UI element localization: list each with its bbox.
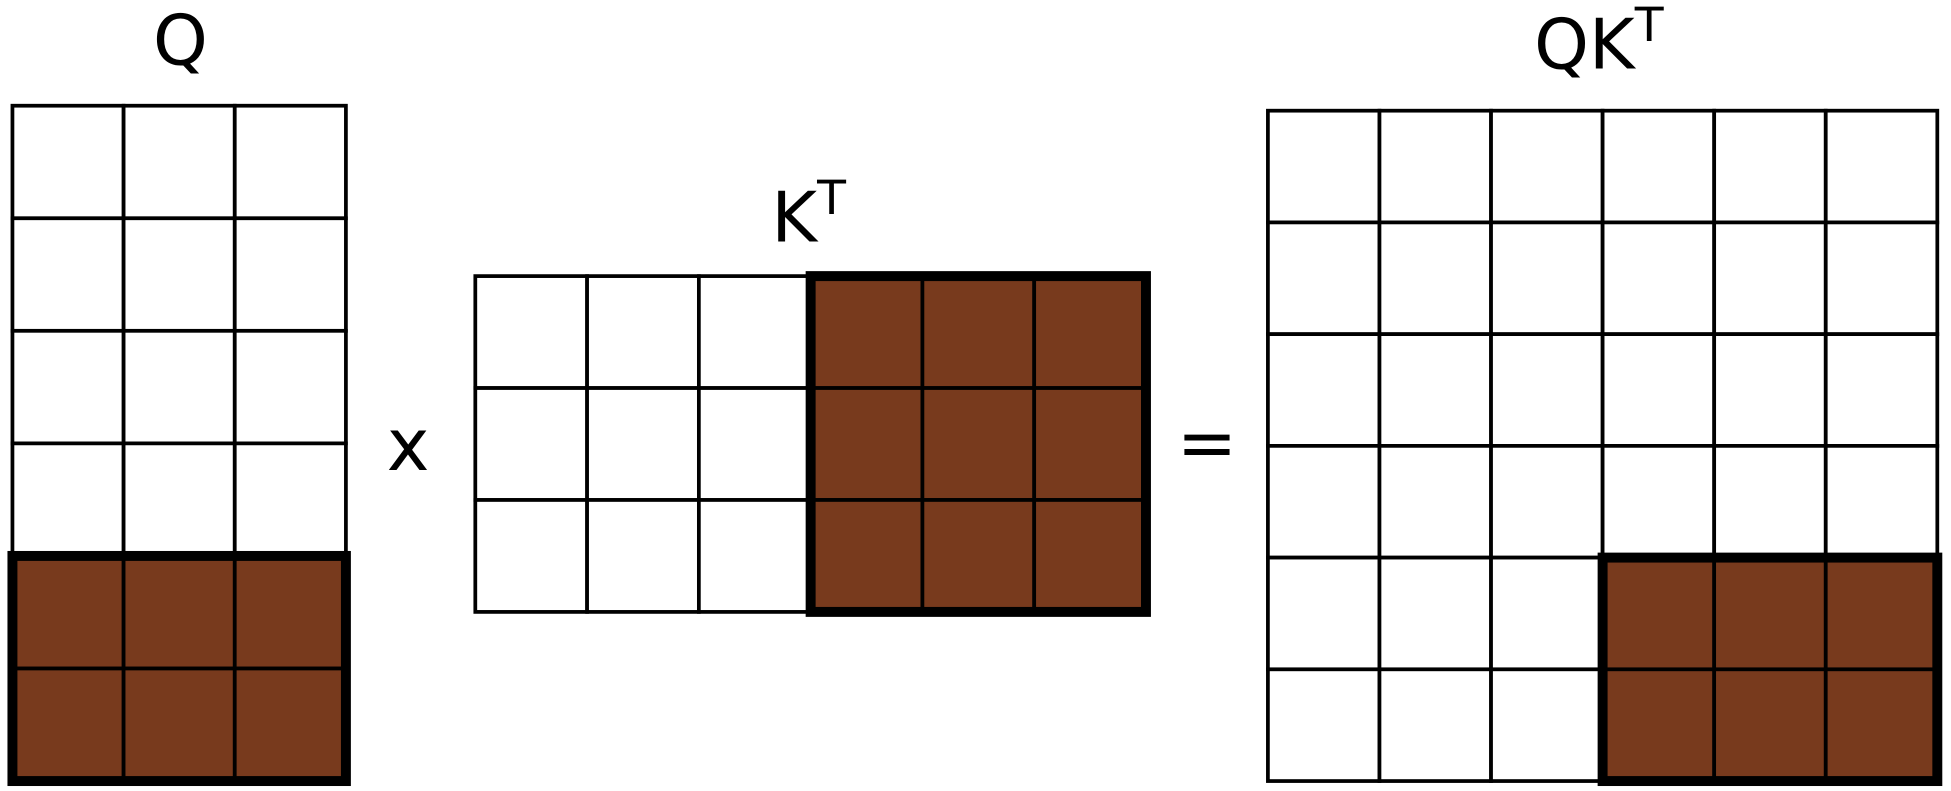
matrix-cell bbox=[1266, 444, 1382, 560]
highlighted-cell bbox=[10, 666, 126, 783]
matrix-cell bbox=[1266, 220, 1382, 337]
matrix-cell bbox=[696, 386, 813, 502]
highlight-block-border bbox=[1597, 552, 1943, 787]
matrix-cell bbox=[585, 498, 701, 614]
matrix-cell bbox=[1823, 332, 1940, 448]
highlighted-cell bbox=[121, 554, 237, 671]
matrix-cell bbox=[1489, 220, 1605, 337]
matrix-cell bbox=[585, 386, 701, 502]
matrix-cell bbox=[10, 103, 126, 221]
matrix-cell bbox=[1266, 667, 1382, 783]
matrix-cell bbox=[121, 216, 237, 333]
matrix-cell bbox=[1266, 332, 1382, 448]
matrix-q bbox=[7, 103, 351, 787]
matrix-cell bbox=[473, 498, 589, 614]
label-q: Q bbox=[153, 1, 208, 82]
highlighted-cell bbox=[232, 666, 348, 783]
matrix-cell bbox=[1489, 108, 1605, 225]
highlighted-cell bbox=[1032, 386, 1148, 502]
highlighted-cell bbox=[1600, 555, 1717, 672]
highlight-block-border bbox=[805, 271, 1151, 617]
matrix-cell bbox=[232, 441, 348, 558]
matrix-cell bbox=[1377, 444, 1493, 560]
matrix-cell bbox=[1600, 220, 1717, 337]
highlighted-cell bbox=[1823, 555, 1940, 672]
matrix-cell bbox=[473, 386, 589, 502]
matrix-cell bbox=[1712, 444, 1828, 560]
label-qk-transpose: QKT bbox=[1534, 0, 1665, 85]
matrix-cell bbox=[10, 216, 126, 333]
matrix-cell bbox=[1489, 667, 1605, 783]
highlighted-cell bbox=[920, 274, 1037, 390]
matrix-cell bbox=[1377, 332, 1493, 448]
highlighted-cell bbox=[808, 274, 925, 390]
matrix-cell bbox=[1489, 444, 1605, 560]
multiply-operator: x bbox=[387, 404, 430, 488]
matrix-cell bbox=[1823, 444, 1940, 560]
matrix-cell bbox=[585, 274, 701, 390]
matrix-cell bbox=[1266, 555, 1382, 672]
highlighted-cell bbox=[1712, 667, 1828, 783]
matrix-cell bbox=[232, 216, 348, 333]
highlighted-cell bbox=[10, 554, 126, 671]
highlighted-cell bbox=[808, 386, 925, 502]
label-k-transpose: KT bbox=[771, 171, 847, 258]
matrix-cell bbox=[1266, 108, 1382, 225]
matrix-cell bbox=[1377, 220, 1493, 337]
matrix-k-transpose bbox=[473, 271, 1151, 617]
matrix-cell bbox=[1377, 667, 1493, 783]
matrix-cell bbox=[232, 328, 348, 446]
highlighted-cell bbox=[1600, 667, 1717, 783]
matrix-cell bbox=[121, 441, 237, 558]
highlighted-cell bbox=[808, 498, 925, 614]
highlighted-cell bbox=[1712, 555, 1828, 672]
highlighted-cell bbox=[920, 498, 1037, 614]
matrix-cell bbox=[696, 498, 813, 614]
highlight-block-border bbox=[7, 550, 351, 787]
matrix-qk-transpose bbox=[1266, 108, 1943, 787]
matrix-cell bbox=[473, 274, 589, 390]
matrix-cell bbox=[1712, 220, 1828, 337]
highlighted-cell bbox=[920, 386, 1037, 502]
matrix-cell bbox=[1823, 108, 1940, 225]
matrix-cell bbox=[10, 441, 126, 558]
matrix-cell bbox=[121, 328, 237, 446]
highlighted-cell bbox=[121, 666, 237, 783]
matrix-cell bbox=[1823, 220, 1940, 337]
matrix-cell bbox=[1712, 332, 1828, 448]
matrix-cell bbox=[1377, 555, 1493, 672]
highlighted-cell bbox=[1032, 274, 1148, 390]
matrix-cell bbox=[1600, 108, 1717, 225]
matrix-cell bbox=[1712, 108, 1828, 225]
matrix-cell bbox=[696, 274, 813, 390]
matrix-cell bbox=[1600, 332, 1717, 448]
matrix-cell bbox=[1377, 108, 1493, 225]
highlighted-cell bbox=[232, 554, 348, 671]
matrix-cell bbox=[1489, 332, 1605, 448]
matrix-cell bbox=[232, 103, 348, 221]
matrix-cell bbox=[1489, 555, 1605, 672]
highlighted-cell bbox=[1823, 667, 1940, 783]
highlighted-cell bbox=[1032, 498, 1148, 614]
matrix-cell bbox=[121, 103, 237, 221]
matrix-cell bbox=[1600, 444, 1717, 560]
equals-operator: = bbox=[1177, 402, 1237, 486]
matrix-cell bbox=[10, 328, 126, 446]
